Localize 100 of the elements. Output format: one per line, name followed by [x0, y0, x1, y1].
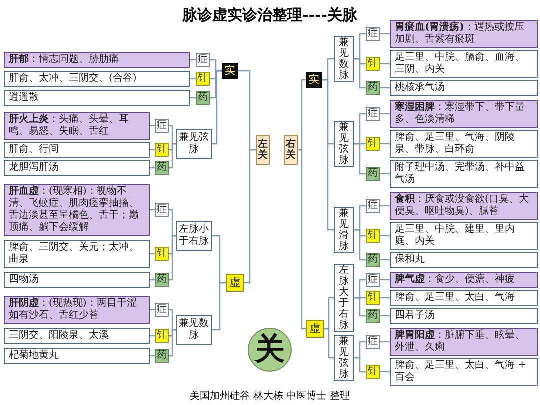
connector-line [380, 33, 390, 35]
symptom-box: 肝血虚：(现寒相)：视物不清、飞蚊症、肌肉痉挛抽搐、舌边淡甚至呈橘色、舌干；巅顶痛、躺下会缓解 [4, 184, 150, 236]
category-tag: 症 [196, 53, 210, 67]
symptom-box: 脾气虚：食少、便溏、神疲 [390, 272, 538, 288]
symptom-box: 胃瘀血(胃溃疡)：遇热或按压加剧、舌紫有瘀斑 [390, 20, 538, 48]
pulse-type-box: 兼见弦脉 [334, 121, 354, 167]
connector-line [212, 282, 226, 331]
diagram-title: 脉诊虚实诊治整理----关脉 [181, 6, 358, 25]
category-tag: 症 [366, 107, 380, 121]
connector-line [380, 371, 390, 373]
pulse-type-box: 兼见弦脉 [334, 335, 354, 381]
category-tag: 症 [366, 199, 380, 213]
treatment-box: 足三里、中脘、膈俞、血海、三阴、内关 [390, 50, 538, 78]
category-tag: 针 [366, 365, 380, 379]
treatment-box: 肝俞、太冲、三阴交、(合谷) [4, 71, 190, 87]
category-tag: 药 [155, 161, 169, 175]
side-label-box: 右关 [284, 135, 298, 165]
connector-line [298, 149, 306, 330]
treatment-box: 桃核承气汤 [390, 80, 538, 96]
pulse-type-box: 左脉小于右脉 [176, 221, 212, 251]
treatment-box: 逍遥散 [4, 90, 190, 106]
connector-line [354, 58, 366, 89]
symptom-box: 脾胃阳虚：脏腑下垂、眩晕、外泄、久痢 [390, 328, 538, 356]
category-tag: 针 [155, 143, 169, 157]
symptom-box: 肝阴虚：(现热现)：两目干涩如有沙石、舌红少苔 [4, 296, 150, 324]
connector-line [380, 173, 390, 175]
excess-tag: 实 [306, 72, 322, 88]
category-tag: 药 [366, 167, 380, 181]
connector-line [324, 328, 334, 359]
connector-line [380, 143, 390, 145]
category-tag: 针 [366, 229, 380, 243]
category-tag: 针 [155, 329, 169, 343]
category-tag: 药 [366, 253, 380, 267]
connector-line [212, 70, 222, 145]
connector-line [380, 297, 390, 299]
category-tag: 药 [155, 349, 169, 363]
symptom-box: 肝郁：情志问题、胁肋痛 [4, 52, 190, 68]
treatment-box: 附子理中汤、完带汤、补中益气汤 [390, 160, 538, 188]
connector-line [169, 235, 176, 281]
category-tag: 症 [155, 203, 169, 217]
category-tag: 药 [196, 91, 210, 105]
connector-line [169, 125, 176, 145]
treatment-box: 肝俞、行间 [4, 142, 150, 158]
connector-line [380, 63, 390, 65]
center-circle: 关 [248, 328, 292, 372]
pulse-type-box: 兼见数脉 [176, 315, 212, 345]
excess-tag: 实 [222, 63, 238, 79]
category-tag: 针 [155, 247, 169, 261]
treatment-box: 龙胆泻肝汤 [4, 160, 150, 176]
treatment-box: 保和丸 [390, 252, 538, 268]
connector-line [380, 87, 390, 89]
connector-line [380, 235, 390, 237]
treatment-box: 脾俞、足三里、气海、阴陵泉、带脉、白环俞 [390, 130, 538, 158]
connector-line [169, 309, 176, 331]
category-tag: 针 [196, 72, 210, 86]
connector-line [169, 209, 176, 237]
treatment-box: 脾俞、足三里、太白、气海 [390, 290, 538, 306]
category-tag: 症 [155, 303, 169, 317]
connector-line [380, 259, 390, 261]
symptom-box: 肝火上炎：头痛、头晕、耳鸣、易怒、失眠、舌红 [4, 112, 150, 140]
category-tag: 症 [366, 27, 380, 41]
category-tag: 针 [366, 137, 380, 151]
category-tag: 症 [366, 273, 380, 287]
category-tag: 针 [366, 57, 380, 71]
symptom-box: 食积：厌食或没食欲(口臭、大便臭、呕吐物臭)、腻苔 [390, 192, 538, 220]
symptom-box: 寒湿困脾：寒湿带下、带下量多、色淡清稀 [390, 100, 538, 128]
credit-line: 美国加州硅谷 林大栋 中医博士 整理 [189, 390, 351, 403]
pulse-type-box: 兼见弦脉 [176, 129, 212, 159]
connector-line [354, 357, 366, 373]
category-tag: 药 [155, 273, 169, 287]
category-tag: 药 [366, 309, 380, 323]
connector-line [169, 329, 176, 357]
category-tag: 针 [366, 291, 380, 305]
treatment-box: 脾俞、三阴交、关元；太冲、曲泉 [4, 240, 150, 268]
side-label-box: 左关 [256, 135, 270, 165]
treatment-box: 四物汤 [4, 272, 150, 288]
deficiency-tag: 虚 [306, 320, 324, 338]
connector-line [354, 143, 366, 175]
connector-line [354, 297, 366, 317]
connector-line [169, 143, 176, 169]
connector-line [380, 341, 390, 343]
category-tag: 症 [155, 119, 169, 133]
pulse-type-box: 兼见滑脉 [334, 207, 354, 253]
connector-line [244, 149, 256, 284]
pulse-type-box: 兼见数脉 [334, 36, 354, 82]
connector-line [380, 279, 390, 281]
treatment-box: 三阴交、阳陵泉、太溪 [4, 328, 150, 344]
treatment-box: 足三里、中脘、建里、里内庭、内关 [390, 222, 538, 250]
pulse-type-box: 左脉大于右脉 [334, 264, 354, 332]
treatment-box: 杞菊地黄丸 [4, 348, 150, 364]
connector-line [354, 229, 366, 261]
connector-line [380, 205, 390, 207]
connector-line [322, 79, 334, 231]
deficiency-tag: 虚 [226, 274, 244, 292]
category-tag: 药 [366, 81, 380, 95]
treatment-box: 四君子汤 [390, 308, 538, 324]
connector-line [380, 315, 390, 317]
treatment-box: 脾俞、足三里、太白、气海 + 百会 [390, 358, 538, 386]
connector-line [380, 113, 390, 115]
category-tag: 症 [366, 335, 380, 349]
